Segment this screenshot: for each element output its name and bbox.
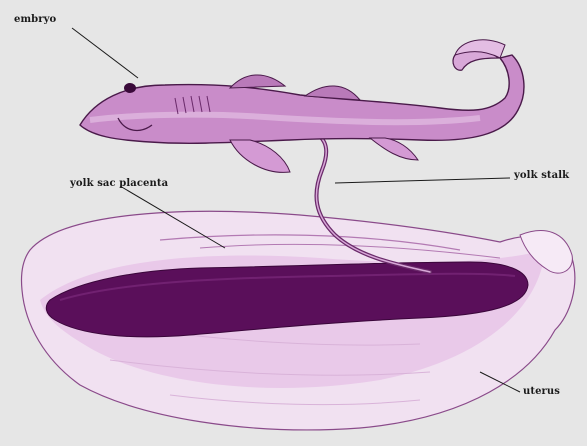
label-yolk-stalk: yolk stalk <box>514 170 569 181</box>
label-yolk-sac-placenta: yolk sac placenta <box>70 178 168 189</box>
embryo-shark <box>80 40 524 173</box>
label-embryo: embryo <box>14 14 56 25</box>
yolk-stalk-leader <box>335 178 510 183</box>
embryo-leader <box>72 28 138 78</box>
label-uterus: uterus <box>523 386 560 397</box>
